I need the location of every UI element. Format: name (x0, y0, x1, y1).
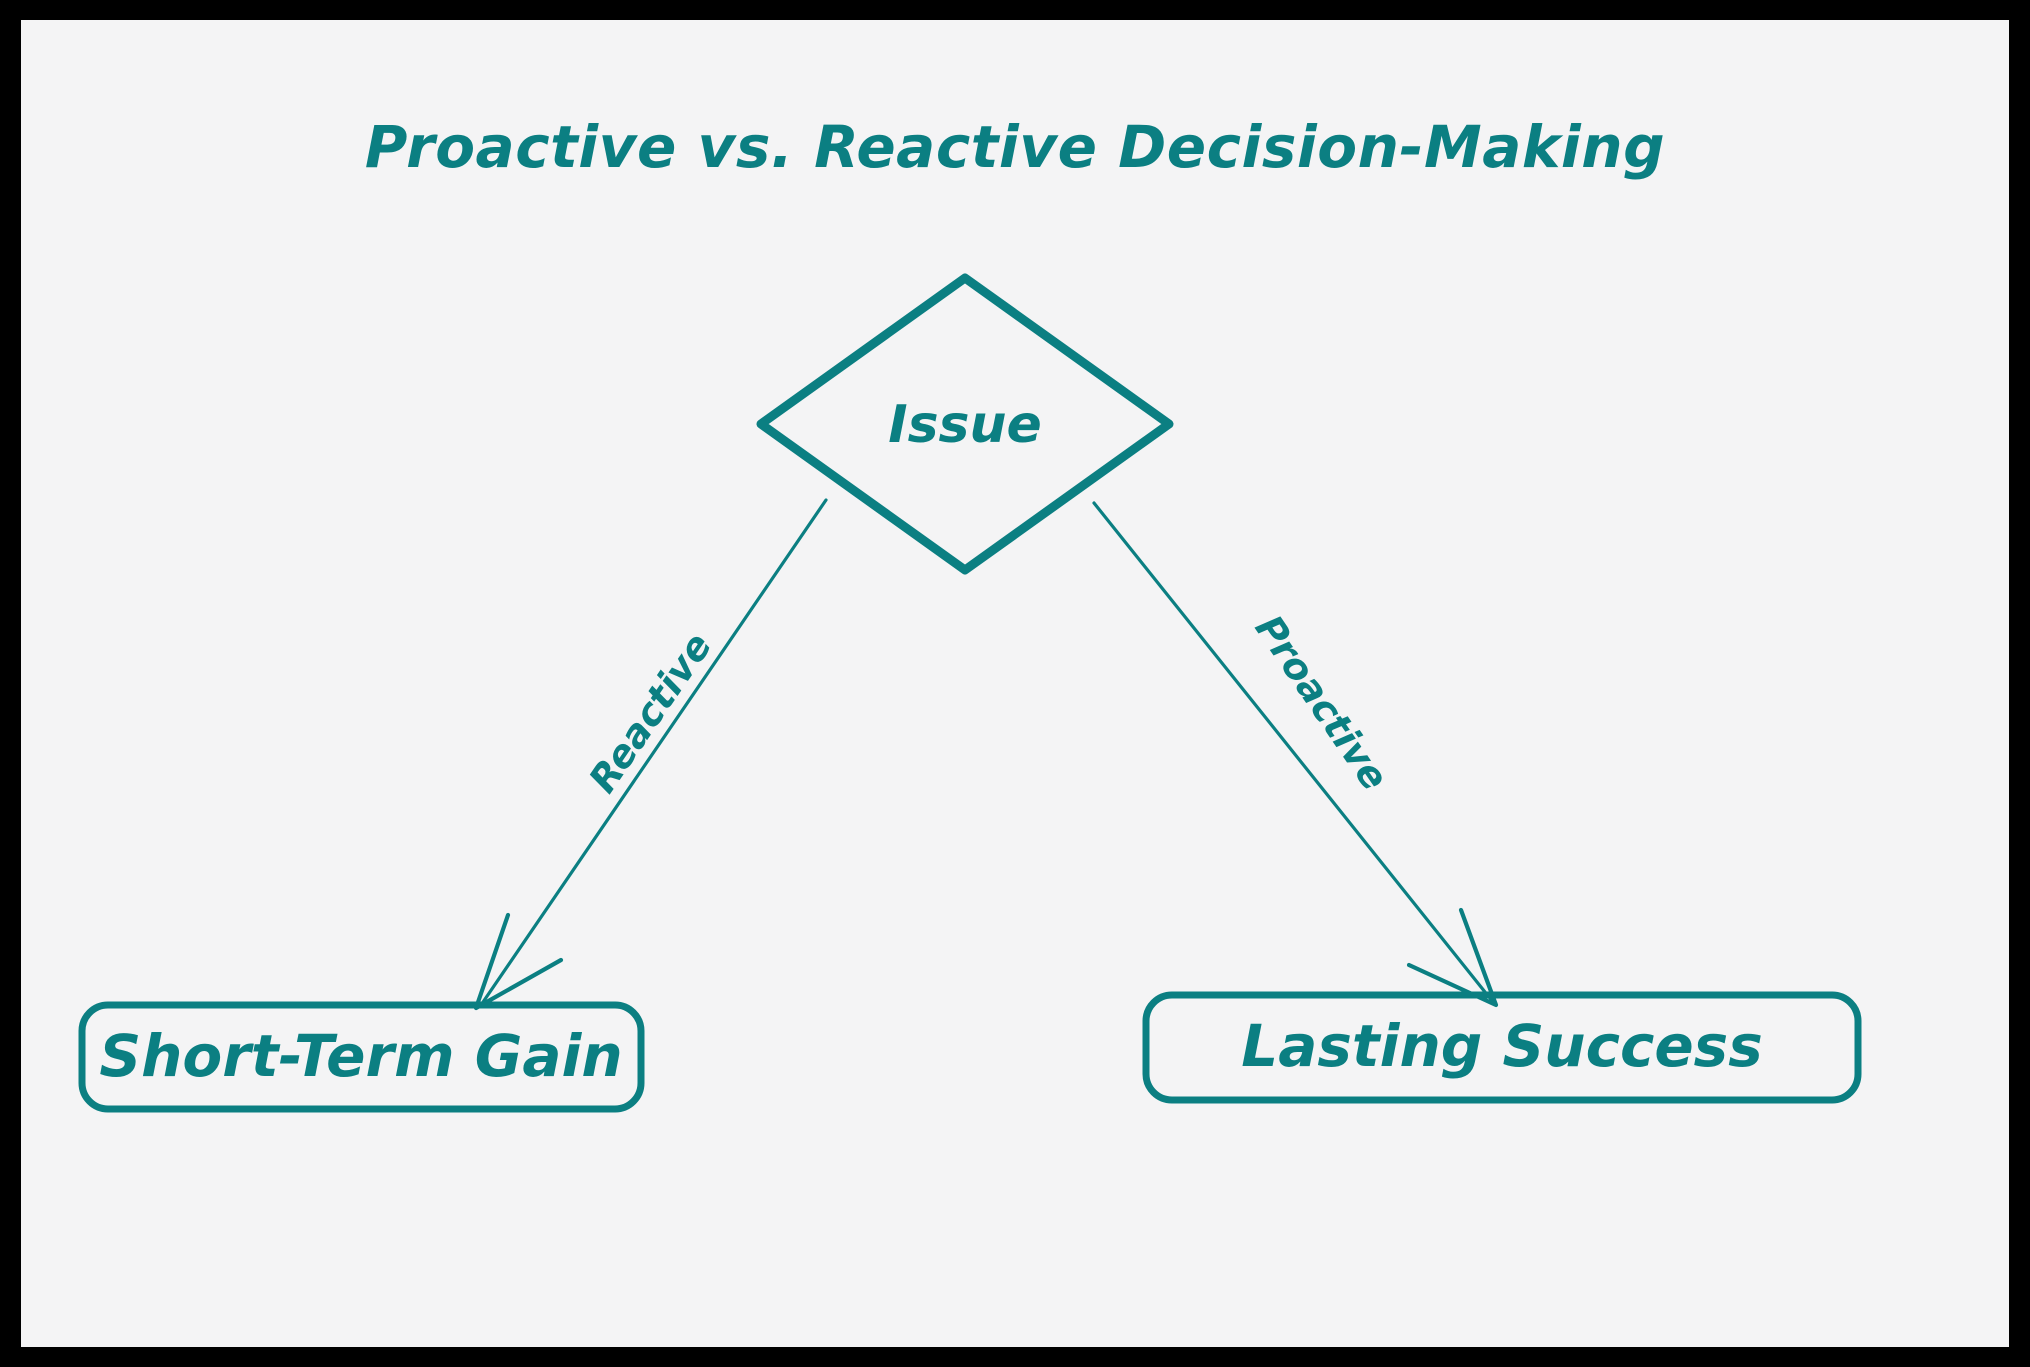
lasting-success-box-shape (1142, 991, 1862, 1104)
edge-proactive-line (1092, 501, 1495, 1004)
node-issue-label: Issue (888, 395, 1042, 455)
diamond-shape (756, 273, 1174, 575)
node-issue[interactable]: Issue (756, 273, 1174, 575)
node-lasting-success[interactable]: Lasting Success (1142, 991, 1862, 1104)
node-short-term-gain[interactable]: Short-Term Gain (78, 1001, 645, 1113)
edge-proactive-label: Proactive (1247, 607, 1397, 798)
edge-proactive-arrowhead (1406, 907, 1499, 1008)
page-title: Proactive vs. Reactive Decision-Making (365, 113, 1665, 181)
node-lasting-success-label: Lasting Success (1241, 1012, 1762, 1080)
diagram-svg: Proactive vs. Reactive Decision-Making R… (78, 113, 1862, 1113)
edge-reactive-label: Reactive (580, 625, 720, 801)
edge-proactive: Proactive (1092, 501, 1499, 1008)
node-short-term-gain-label: Short-Term Gain (99, 1022, 622, 1090)
short-term-gain-box-shape (78, 1001, 645, 1113)
edge-reactive-line (479, 498, 828, 1007)
diagram-canvas: Proactive vs. Reactive Decision-Making R… (21, 20, 2009, 1347)
edge-reactive: Reactive (473, 498, 828, 1011)
